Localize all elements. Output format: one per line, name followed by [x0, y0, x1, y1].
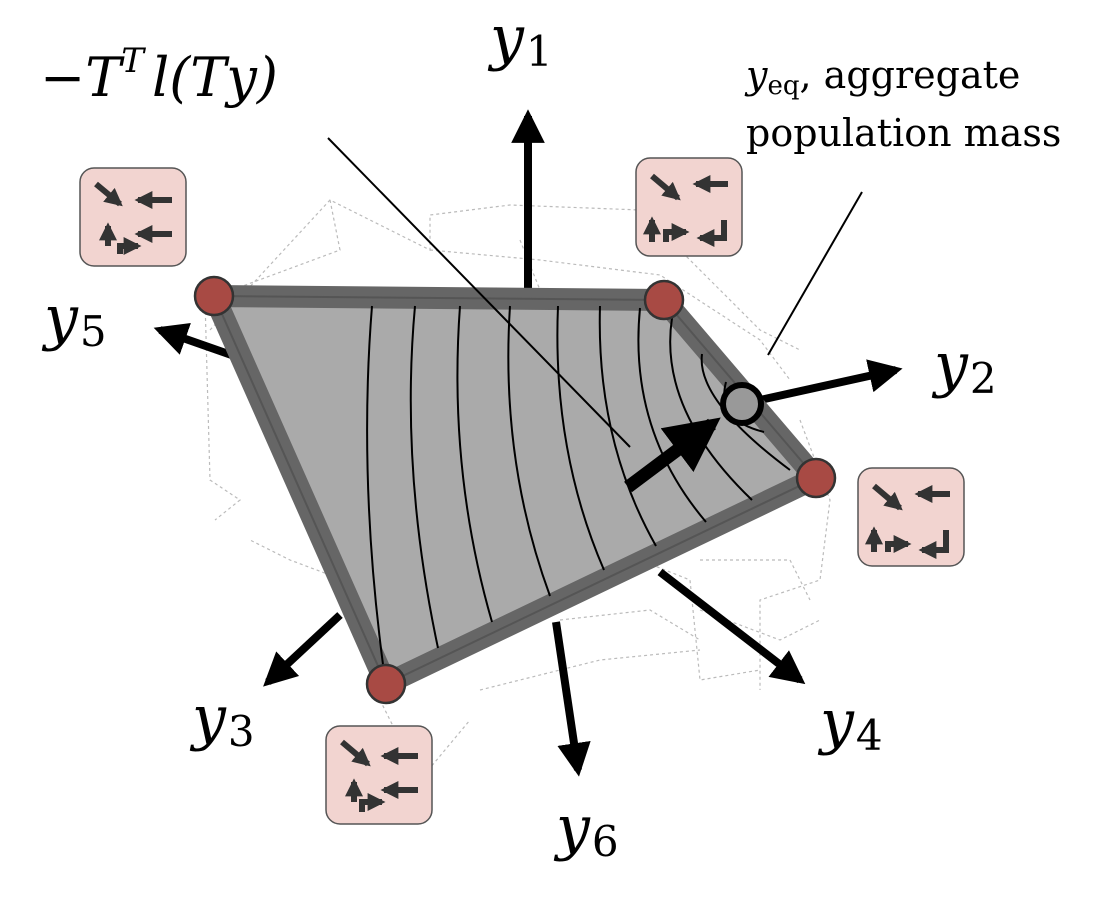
vertex-bottom [365, 663, 407, 705]
axis-y2-arrow [759, 359, 903, 404]
equilibrium-label-line2: population mass [746, 111, 1061, 155]
axes [153, 109, 903, 777]
vertex-top-right [643, 279, 685, 321]
label-y3: y3 [189, 683, 255, 756]
label-y5: y5 [41, 283, 107, 356]
network-icon [325, 725, 433, 825]
label-y6: y6 [553, 793, 619, 866]
vertices [193, 275, 837, 705]
label-y4: y4 [817, 687, 883, 760]
network-icon [79, 167, 187, 267]
axis-y5-arrow [153, 323, 242, 362]
vertex-right [795, 457, 837, 499]
axis-y4-arrow [657, 568, 806, 685]
level-curves [366, 305, 791, 673]
gradient-arrow [624, 417, 721, 493]
axis-y6-arrow [552, 621, 591, 777]
equilibrium-pointer-line [767, 191, 863, 356]
network-icon [635, 157, 743, 257]
label-y2: y2 [931, 330, 997, 403]
equilibrium-label-line1: yeq, aggregate [744, 53, 1020, 101]
label-y1: y1 [487, 3, 553, 76]
network-icon [857, 467, 965, 567]
gradient-pointer-line [327, 137, 631, 448]
axis-y3-arrow [263, 612, 343, 687]
equilibrium-point [720, 382, 764, 426]
vertex-top-left [193, 275, 235, 317]
